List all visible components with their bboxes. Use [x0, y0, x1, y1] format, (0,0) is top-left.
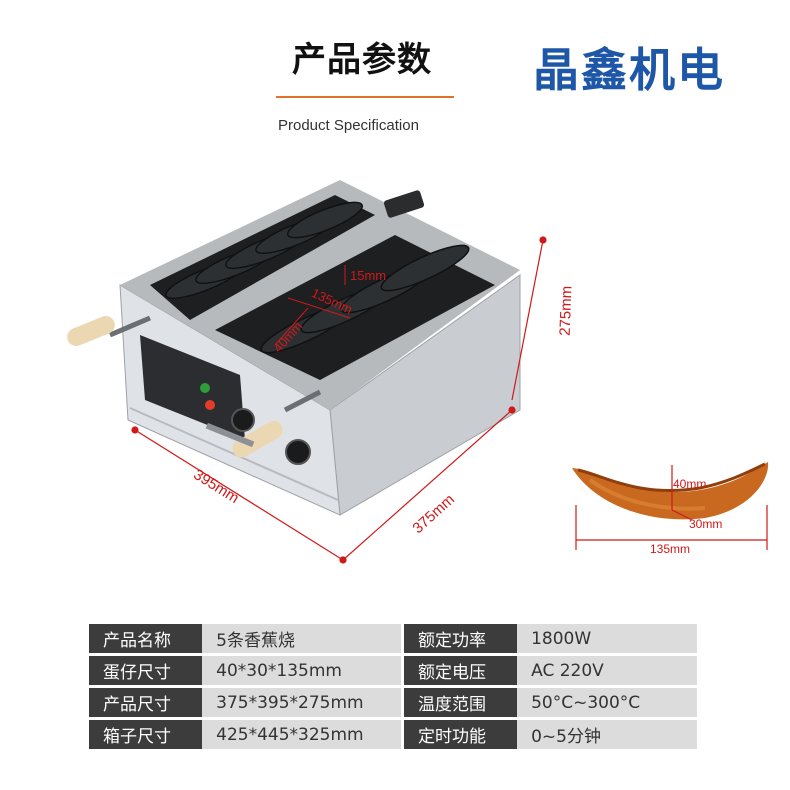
machine-height-label: 275mm [557, 286, 576, 337]
product-dimension-lines [575, 465, 768, 550]
spec-value: AC 220V [517, 656, 697, 685]
table-row: 产品尺寸 375*395*275mm 温度范围 50°C~300°C [89, 688, 697, 717]
page-title: 产品参数 [292, 40, 432, 80]
machine-width-label: 395mm [190, 466, 241, 507]
product-thickness-label: 30mm [689, 517, 722, 531]
table-row: 蛋仔尺寸 40*30*135mm 额定电压 AC 220V [89, 656, 697, 685]
machine-dimension-lines [131, 236, 547, 564]
brand-logo-text: 晶鑫机电 [533, 43, 725, 97]
spec-key: 蛋仔尺寸 [89, 656, 203, 685]
spec-value: 50°C~300°C [517, 688, 697, 717]
product-length-label: 135mm [650, 542, 690, 556]
banana-cake-photo [572, 462, 769, 520]
machine-depth-label: 375mm [409, 491, 458, 537]
product-height-label: 40mm [673, 477, 706, 491]
spec-value: 425*445*325mm [202, 720, 401, 749]
spec-value: 375*395*275mm [202, 688, 401, 717]
product-illustration: 395mm 375mm 275mm 15mm 135mm 40mm 40mm 3… [67, 180, 769, 564]
spec-key: 箱子尺寸 [89, 720, 203, 749]
page-subtitle: Product Specification [278, 117, 419, 134]
table-row: 产品名称 5条香蕉烧 额定功率 1800W [89, 624, 697, 653]
table-row: 箱子尺寸 425*445*325mm 定时功能 0~5分钟 [89, 720, 697, 749]
spec-table: 产品名称 5条香蕉烧 额定功率 1800W 蛋仔尺寸 40*30*135mm 额… [89, 621, 697, 752]
spec-key: 产品尺寸 [89, 688, 203, 717]
waffle-machine [67, 180, 521, 516]
spec-key: 温度范围 [400, 688, 518, 717]
spec-value: 40*30*135mm [202, 656, 401, 685]
spec-key: 额定电压 [400, 656, 518, 685]
spec-key: 额定功率 [400, 624, 518, 653]
spec-key: 定时功能 [400, 720, 518, 749]
spec-value: 5条香蕉烧 [202, 624, 401, 653]
mold-gap-label: 15mm [350, 268, 386, 283]
title-divider [276, 96, 454, 98]
spec-key: 产品名称 [89, 624, 203, 653]
spec-value: 0~5分钟 [517, 720, 697, 749]
spec-value: 1800W [517, 624, 697, 653]
